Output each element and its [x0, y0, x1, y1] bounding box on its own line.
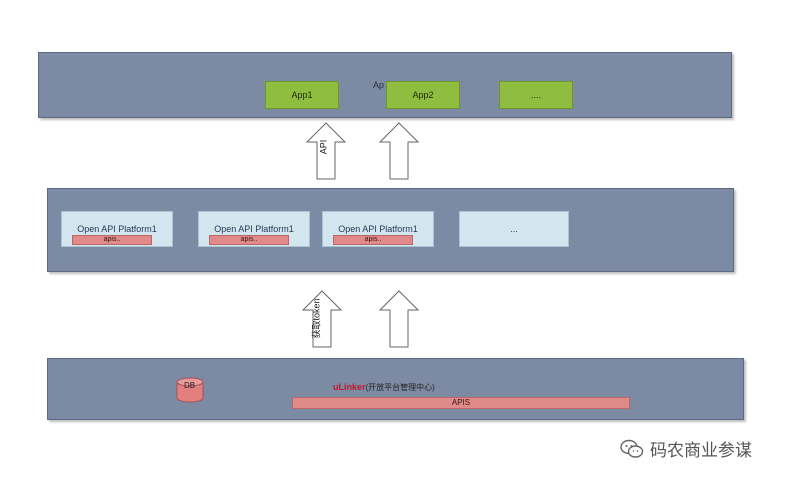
up-arrow [378, 290, 420, 348]
platform-layer: Open API Platform1 apis.. Open API Platf… [47, 188, 734, 272]
apis-bar: apis.. [209, 235, 289, 245]
database-icon [176, 377, 204, 403]
platform-box-2: Open API Platform1 apis.. [198, 211, 310, 247]
apps-layer: Ap App1 App2 .... [38, 52, 732, 118]
up-arrow [378, 122, 420, 180]
platform-box-3: Open API Platform1 apis.. [322, 211, 434, 247]
brand-name: uLinker [333, 382, 366, 392]
api-arrow-label: API [318, 139, 329, 155]
app-box-label: App2 [412, 90, 434, 100]
platform-box-more: ... [459, 211, 569, 247]
watermark-text: 码农商业参谋 [650, 441, 752, 461]
watermark: 码农商业参谋 [620, 436, 752, 461]
db-label: DB [184, 381, 196, 390]
wechat-icon [620, 439, 644, 458]
platform-label: Open API Platform1 [77, 224, 157, 234]
platform-label: ... [510, 224, 518, 234]
center-title: uLinker(开放平台管理中心) [333, 382, 435, 393]
apis-bar-main: APIS [292, 397, 630, 409]
apis-bar: apis.. [333, 235, 413, 245]
management-center-layer: DB uLinker(开放平台管理中心) APIS [47, 358, 744, 420]
apps-layer-title: Ap [373, 80, 385, 90]
up-arrow-api [305, 122, 347, 180]
app-box-2: App2 [386, 81, 460, 109]
app-box-1: App1 [265, 81, 339, 109]
up-arrow-token [301, 290, 343, 348]
platform-label: Open API Platform1 [214, 224, 294, 234]
platform-label: Open API Platform1 [338, 224, 418, 234]
platform-box-1: Open API Platform1 apis.. [61, 211, 173, 247]
app-box-more: .... [499, 81, 573, 109]
apis-bar: apis.. [72, 235, 152, 245]
app-box-label: App1 [291, 90, 313, 100]
app-box-label: .... [530, 90, 541, 100]
token-arrow-label: 获取token [311, 298, 322, 339]
center-subtitle: (开放平台管理中心) [365, 383, 435, 392]
